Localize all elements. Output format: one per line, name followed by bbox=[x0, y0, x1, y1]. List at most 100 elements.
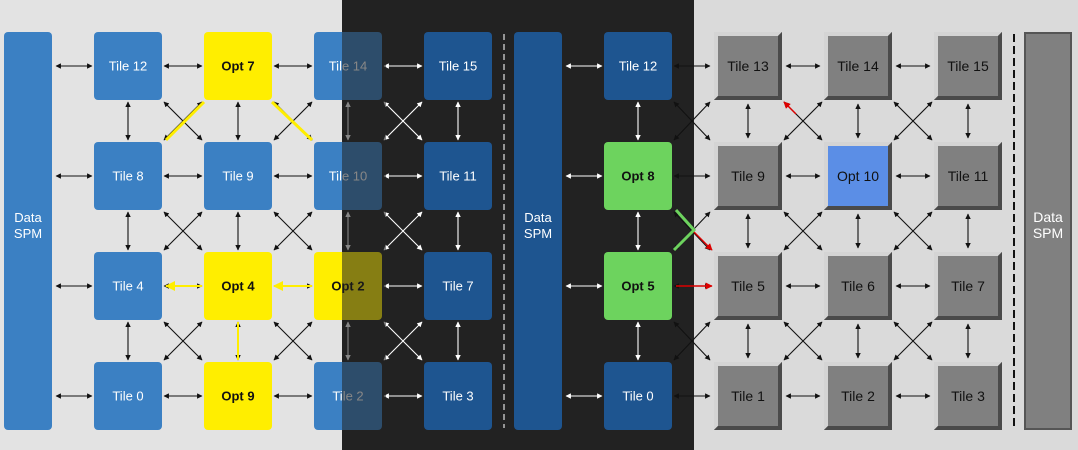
tile-tile-14: Tile 14 bbox=[824, 32, 892, 100]
tile-label: Tile 4 bbox=[112, 279, 143, 294]
data-spm-box bbox=[1026, 34, 1070, 428]
tile-label: Tile 1 bbox=[731, 388, 765, 404]
overlay-layer bbox=[342, 0, 1015, 450]
tile-label: Opt 5 bbox=[621, 279, 654, 294]
tile-box bbox=[94, 252, 162, 320]
tile-face bbox=[938, 36, 998, 96]
diagonal-link-arrow bbox=[383, 321, 423, 361]
tile-tile-3: Tile 3 bbox=[424, 362, 492, 430]
tile-face bbox=[828, 146, 888, 206]
tile-tile-0: Tile 0 bbox=[94, 362, 162, 430]
tile-tile-11: Tile 11 bbox=[934, 142, 1002, 210]
diagonal-link-arrow bbox=[273, 321, 313, 361]
tile-label: Tile 11 bbox=[948, 168, 989, 184]
diagonal-link-arrow bbox=[163, 211, 203, 251]
tile-label: Tile 9 bbox=[222, 169, 253, 184]
tile-face bbox=[718, 146, 778, 206]
tile-label: Opt 9 bbox=[221, 389, 254, 404]
tile-face bbox=[938, 256, 998, 316]
tile-tile-7: Tile 7 bbox=[424, 252, 492, 320]
tile-label: Opt 10 bbox=[837, 168, 879, 184]
diagonal-link-arrow bbox=[273, 211, 313, 251]
tile-opt-7: Opt 7 bbox=[204, 32, 272, 100]
diagonal-link-arrow bbox=[383, 101, 423, 141]
diagonal-link-arrow bbox=[783, 211, 823, 251]
tile-tile-12: Tile 12 bbox=[94, 32, 162, 100]
tile-box bbox=[94, 32, 162, 100]
tile-box bbox=[604, 32, 672, 100]
diagonal-link-arrow bbox=[783, 101, 823, 141]
tile-label: Opt 7 bbox=[221, 59, 254, 74]
dark-region-overlay bbox=[342, 0, 386, 450]
tile-box bbox=[94, 142, 162, 210]
tile-box bbox=[204, 362, 272, 430]
tile-label: Tile 12 bbox=[619, 59, 658, 74]
tile-tile-15: Tile 15 bbox=[934, 32, 1002, 100]
tile-box bbox=[204, 142, 272, 210]
tile-face bbox=[828, 36, 888, 96]
tile-opt-10: Opt 10 bbox=[824, 142, 892, 210]
tile-label: Tile 8 bbox=[112, 169, 143, 184]
tile-label: Tile 0 bbox=[622, 389, 653, 404]
tile-label: Tile 7 bbox=[442, 279, 473, 294]
tile-tile-15: Tile 15 bbox=[424, 32, 492, 100]
tile-opt-8: Opt 8 bbox=[604, 142, 672, 210]
diagonal-link-arrow bbox=[673, 321, 711, 361]
tile-label: Tile 9 bbox=[731, 168, 765, 184]
diagonal-link-arrow bbox=[163, 321, 203, 361]
diagonal-link-arrow bbox=[783, 321, 823, 361]
tile-tile-4: Tile 4 bbox=[94, 252, 162, 320]
tile-label: Tile 0 bbox=[112, 389, 143, 404]
tile-label: Opt 4 bbox=[221, 279, 255, 294]
tile-face bbox=[718, 256, 778, 316]
diagonal-link-arrow bbox=[673, 101, 711, 141]
tile-box bbox=[94, 362, 162, 430]
tile-box bbox=[604, 362, 672, 430]
tile-label: Tile 2 bbox=[841, 388, 875, 404]
red-arrow bbox=[783, 101, 797, 115]
data-spm-box bbox=[4, 32, 52, 430]
tile-box bbox=[204, 252, 272, 320]
tile-box bbox=[424, 252, 492, 320]
tile-face bbox=[938, 366, 998, 426]
tile-tile-8: Tile 8 bbox=[94, 142, 162, 210]
tile-label: Tile 7 bbox=[951, 278, 985, 294]
tile-label: Tile 6 bbox=[841, 278, 875, 294]
highlight-connector bbox=[270, 100, 314, 142]
tile-tile-9: Tile 9 bbox=[204, 142, 272, 210]
tile-tile-12: Tile 12 bbox=[604, 32, 672, 100]
tile-face bbox=[828, 256, 888, 316]
tile-box bbox=[424, 362, 492, 430]
tile-face bbox=[718, 36, 778, 96]
data-spm-box bbox=[514, 32, 562, 430]
tile-opt-5: Opt 5 bbox=[604, 252, 672, 320]
interconnect-links bbox=[55, 63, 971, 399]
tile-box bbox=[424, 142, 492, 210]
diagonal-link-arrow bbox=[893, 321, 933, 361]
tile-label: Tile 13 bbox=[727, 58, 769, 74]
tile-face bbox=[938, 146, 998, 206]
tile-tile-5: Tile 5 bbox=[714, 252, 782, 320]
tile-label: Tile 15 bbox=[439, 59, 478, 74]
tile-box bbox=[204, 32, 272, 100]
tile-tile-1: Tile 1 bbox=[714, 362, 782, 430]
tile-tile-6: Tile 6 bbox=[824, 252, 892, 320]
tile-tile-9: Tile 9 bbox=[714, 142, 782, 210]
tile-face bbox=[718, 366, 778, 426]
tile-label: Tile 3 bbox=[442, 389, 473, 404]
diagonal-link-arrow bbox=[893, 211, 933, 251]
tile-tile-2: Tile 2 bbox=[824, 362, 892, 430]
tile-tile-0: Tile 0 bbox=[604, 362, 672, 430]
diagonal-link-arrow bbox=[893, 101, 933, 141]
tile-label: Tile 5 bbox=[731, 278, 765, 294]
tile-box bbox=[604, 142, 672, 210]
tile-tile-11: Tile 11 bbox=[424, 142, 492, 210]
